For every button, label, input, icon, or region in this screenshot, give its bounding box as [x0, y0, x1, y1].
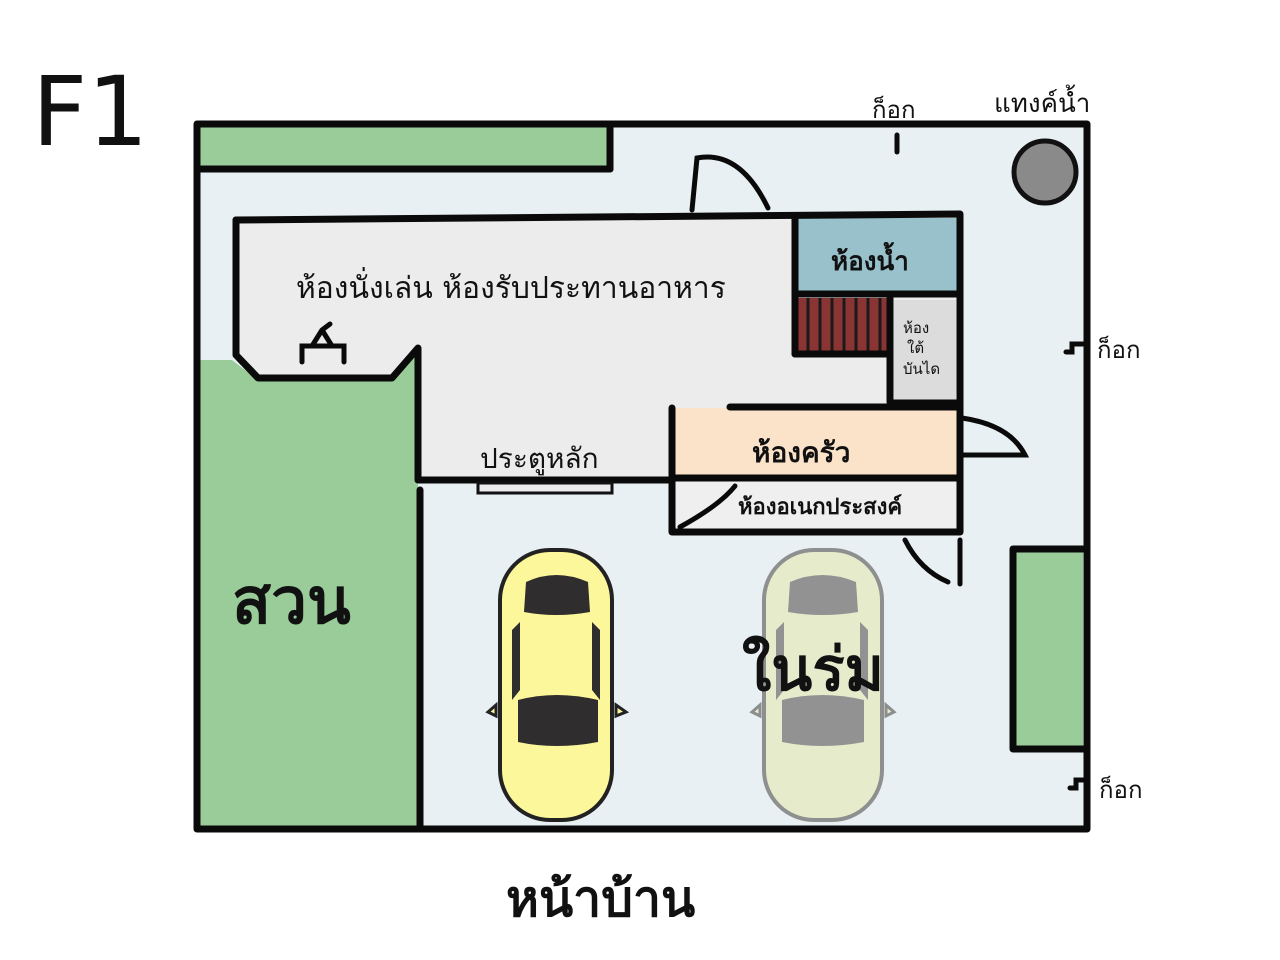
bathroom-label: ห้องน้ำ — [831, 241, 909, 277]
faucet-label-bottom: ก็อก — [1099, 775, 1142, 804]
lot-border — [193, 120, 1091, 833]
tv-icon — [299, 321, 347, 365]
faucet-label-top: ก็อก — [872, 95, 915, 124]
garden-right-edge — [1009, 545, 1087, 753]
stairs-icon — [797, 298, 890, 352]
under-stairs-label-1: ห้อง — [903, 319, 929, 337]
garden-main — [200, 352, 418, 826]
garden-label: สวน — [232, 565, 351, 639]
water-tank-label: แทงค์น้ำ — [994, 84, 1090, 119]
house-walls-left — [232, 216, 676, 484]
garden-strip-top — [200, 127, 610, 169]
faucet-icon — [1063, 341, 1086, 355]
kitchen-room — [674, 408, 957, 476]
house-walls — [232, 210, 964, 536]
front-label: หน้าบ้าน — [506, 870, 695, 928]
floor-label: F1 — [32, 56, 148, 168]
under-stairs-label-2: ใต้ — [907, 339, 924, 357]
faucet-label-right: ก็อก — [1097, 335, 1140, 364]
under-stairs-room — [894, 300, 956, 400]
carport-label: ในร่ม — [742, 635, 884, 705]
main-door-label: ประตูหลัก — [480, 442, 599, 476]
water-tank-icon — [1011, 138, 1079, 206]
car-icon — [485, 548, 630, 822]
car-faded-icon — [749, 548, 897, 822]
multipurpose-label: ห้องอเนกประสงค์ — [738, 494, 902, 520]
multipurpose-room — [674, 480, 957, 530]
bathroom-room — [796, 218, 957, 292]
living-dining-label: ห้องนั่งเล่น ห้องรับประทานอาหาร — [296, 267, 726, 306]
door-swing-icon — [677, 154, 1030, 587]
main-door-sill — [476, 481, 614, 495]
faucet-icon — [1067, 777, 1086, 791]
kitchen-label: ห้องครัว — [752, 436, 850, 469]
garden-strip-right — [1013, 549, 1083, 749]
under-stairs-label-3: บันได — [903, 360, 940, 378]
